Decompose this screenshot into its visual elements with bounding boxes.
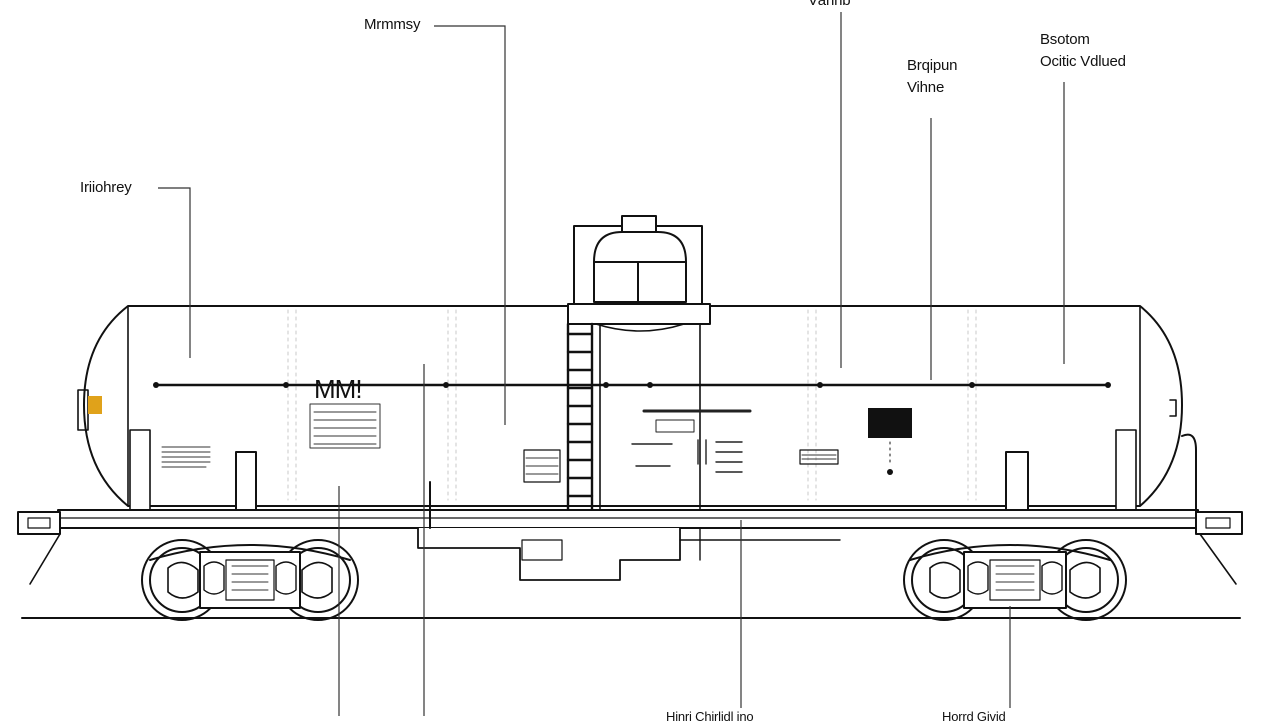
callout-top-center: Vàhhb [808, 0, 851, 9]
ladder [566, 322, 594, 514]
callout-middle-line2: Vihne [907, 79, 945, 96]
right-truck [903, 539, 1127, 621]
dome-platform [567, 303, 711, 325]
right-bolster-post [1005, 451, 1029, 513]
callout-bottom-center: Hinri Chirlidl ino [666, 709, 754, 724]
left-truck [141, 539, 359, 621]
left-coupler [17, 511, 61, 535]
stencil-marking-block [309, 403, 381, 449]
stencil-right [799, 449, 839, 465]
callout-bottom-right: Horrd Givid [942, 709, 1006, 724]
right-end-fitting [1169, 399, 1177, 417]
handrail-posts [153, 382, 1111, 388]
tank-marking: MM! [314, 374, 362, 404]
stencil-left [161, 446, 211, 468]
stencil-center [631, 409, 752, 473]
callout-top-left: Mrmmsy [364, 16, 421, 33]
callout-right-line1: Bsotom [1040, 31, 1090, 48]
dome-cap [593, 231, 687, 303]
callout-leaders [158, 12, 1065, 716]
leader-left [158, 187, 191, 358]
right-coupler [1195, 511, 1243, 535]
callout-left: Iriiohrey [80, 179, 132, 196]
callout-middle-line1: Brqipun [907, 57, 958, 74]
leader-top-left [434, 25, 506, 425]
dome-top [621, 215, 657, 233]
black-panel [868, 408, 912, 438]
stencil-center-left [523, 449, 561, 483]
callout-right-line2: Ocitic Vdlued [1040, 53, 1126, 70]
bottom-outlet [417, 527, 681, 581]
left-bolster-post [235, 451, 257, 513]
underframe [57, 509, 1199, 529]
